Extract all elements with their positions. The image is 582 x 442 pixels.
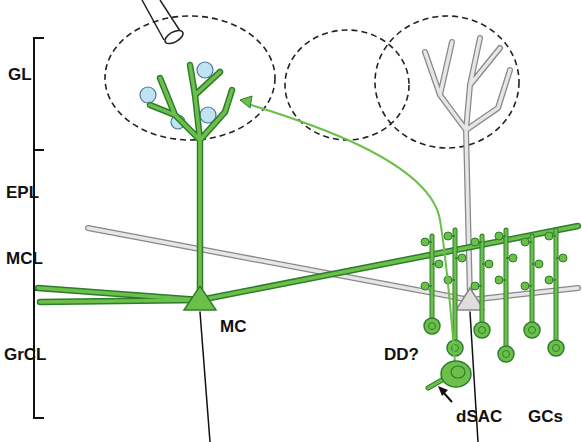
granule-cell-part: [529, 327, 536, 334]
granule-cell-part: [553, 235, 557, 237]
granule-cell-part: [458, 254, 466, 262]
granule-cell-part: [455, 257, 459, 259]
granule-cell-part: [444, 232, 452, 240]
granule-cell-part: [535, 260, 543, 268]
granule-cell-part: [553, 345, 560, 352]
dsac-cell: [240, 96, 471, 402]
granule-cell-part: [509, 254, 517, 262]
cell-label: dSAC: [456, 408, 502, 425]
cell-label: GCs: [528, 408, 563, 425]
granule-cell-part: [504, 230, 509, 346]
granule-cell-part: [452, 279, 456, 281]
grey-mitral-cell: [88, 38, 578, 442]
granule-cell-part: [532, 263, 536, 265]
granule-cell-part: [529, 285, 533, 287]
granule-cell-part: [429, 241, 433, 243]
granule-cell-part: [471, 238, 479, 246]
granule-cell-part: [482, 263, 486, 265]
granule-cell-part: [524, 322, 540, 338]
granule-cell-part: [521, 282, 529, 290]
granule-cell-part: [424, 318, 440, 334]
granule-cell-part: [421, 238, 429, 246]
granule-cell-part: [479, 285, 483, 287]
cell-label: MC: [220, 318, 246, 335]
granule-cell-part: [503, 351, 510, 358]
granule-cell-part: [555, 230, 558, 340]
granule-cell-part: [479, 327, 486, 334]
granule-cell-part: [429, 323, 436, 330]
granule-cell-part: [553, 279, 557, 281]
granule-cell-part: [452, 235, 456, 237]
granule-cell-part: [485, 260, 493, 268]
granule-cell-part: [503, 235, 507, 237]
granule-cell-part: [548, 340, 564, 356]
granule-cell-part: [495, 232, 503, 240]
granule-cell-part: [559, 254, 567, 262]
granule-cell-part: [529, 241, 533, 243]
granule-cell-part: [554, 230, 559, 340]
granule-cell-part: [545, 276, 553, 284]
granule-cell-part: [429, 285, 433, 287]
granule-cell-part: [431, 236, 434, 318]
granule-cell-part: [531, 236, 534, 322]
layer-label: MCL: [6, 250, 43, 267]
layer-label: GrCL: [4, 346, 47, 363]
granule-cell-part: [521, 238, 529, 246]
layer-label: GL: [8, 66, 32, 83]
glomeruli: [105, 16, 519, 148]
granule-cell-part: [505, 230, 508, 346]
granule-cell-part: [479, 241, 483, 243]
granule-cell-part: [474, 322, 490, 338]
granule-cell-part: [435, 260, 443, 268]
granule-cell-part: [430, 236, 435, 318]
cell-label: DD?: [384, 346, 419, 363]
green-mitral-cell: [38, 65, 578, 442]
granule-cell-part: [530, 236, 535, 322]
granule-cells: [421, 230, 567, 362]
granule-cell-part: [495, 276, 503, 284]
granule-cell-part: [453, 230, 458, 340]
granule-cell-part: [481, 236, 484, 322]
recording-pipette: [142, 0, 185, 46]
granule-cell-part: [471, 282, 479, 290]
granule-cell-part: [506, 257, 510, 259]
granule-cell-part: [421, 282, 429, 290]
granule-cell-part: [498, 346, 514, 362]
granule-cell-part: [432, 263, 436, 265]
granule-cell-part: [480, 236, 485, 322]
layer-label: EPL: [6, 184, 39, 201]
granule-cell-part: [545, 232, 553, 240]
granule-cell-part: [503, 279, 507, 281]
granule-cell-part: [454, 230, 457, 340]
granule-cell-part: [556, 257, 560, 259]
